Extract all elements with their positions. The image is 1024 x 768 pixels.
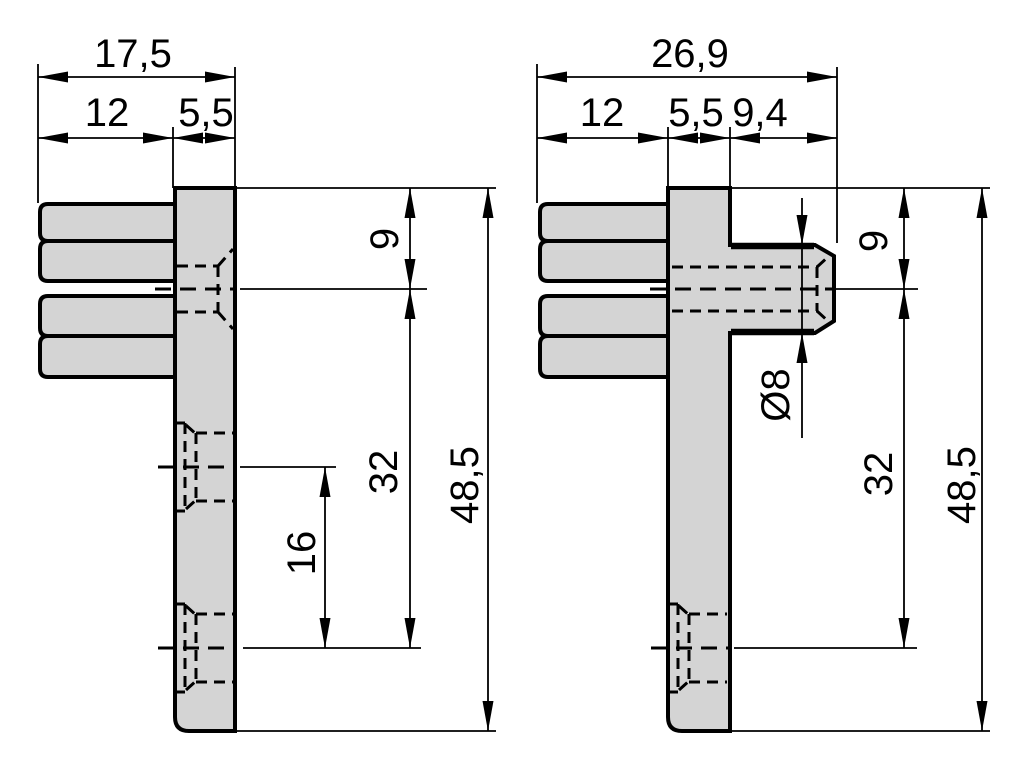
right-dimension-lines xyxy=(536,64,990,732)
dim-label-plate-thickness: 5,5 xyxy=(668,91,724,135)
dim-arrowhead xyxy=(173,132,203,144)
hole-center-lines xyxy=(650,287,836,650)
dim-arrowhead xyxy=(807,71,837,83)
dim-arrowhead xyxy=(205,71,235,83)
dowel-prong-bar xyxy=(38,202,179,243)
dim-arrowhead xyxy=(205,132,235,144)
dim-arrowhead xyxy=(730,132,760,144)
dowel-prong-bar xyxy=(38,294,179,338)
dim-label-total-height: 48,5 xyxy=(443,446,487,524)
dim-label-axis-spacing-32: 32 xyxy=(857,452,901,497)
dim-arrowhead xyxy=(976,701,988,731)
dowel-prong-bar xyxy=(538,294,674,338)
dim-label-top-to-axis: 9 xyxy=(852,230,896,252)
dim-arrowhead xyxy=(404,259,416,289)
dowel-prong-bar xyxy=(538,239,674,283)
dim-label-stud-diameter: Ø8 xyxy=(754,368,798,421)
dim-arrowhead xyxy=(700,132,730,144)
dim-label-dowel-length: 12 xyxy=(85,91,130,135)
dim-label-total-height: 48,5 xyxy=(940,446,984,524)
right-view: 26,9 12 5,5 9,4 9 Ø8 32 48,5 xyxy=(536,32,990,733)
right-part-body xyxy=(538,186,836,733)
dimension-lines xyxy=(37,64,496,732)
dim-label-stud-length: 9,4 xyxy=(732,91,788,135)
dim-arrowhead xyxy=(319,618,331,648)
dim-arrowhead xyxy=(404,289,416,319)
right-hidden-holes xyxy=(650,254,836,694)
dim-arrowhead xyxy=(482,188,494,218)
stud-edge-lines xyxy=(731,242,814,336)
dim-label-dowel-length: 12 xyxy=(580,91,625,135)
dim-arrowhead xyxy=(796,333,808,363)
dowel-prong-bar xyxy=(38,334,179,379)
dim-arrowhead xyxy=(482,701,494,731)
dim-arrowhead xyxy=(898,618,910,648)
dim-arrowhead xyxy=(638,132,668,144)
dowel-prong-bar xyxy=(538,334,674,379)
left-part-body xyxy=(38,186,237,733)
dim-arrowhead xyxy=(796,215,808,245)
dim-arrowhead xyxy=(898,289,910,319)
left-view: 17,5 12 5,5 9 32 16 48,5 xyxy=(37,32,496,733)
dim-arrowhead xyxy=(807,132,837,144)
dim-label-plate-thickness: 5,5 xyxy=(178,91,234,135)
left-dimension-lines xyxy=(37,64,496,732)
dim-arrowhead xyxy=(38,71,68,83)
hole-center-lines xyxy=(155,287,236,650)
right-dimension-labels: 26,9 12 5,5 9,4 9 Ø8 32 48,5 xyxy=(580,32,984,524)
dim-arrowhead xyxy=(38,132,68,144)
dim-arrowhead xyxy=(404,188,416,218)
dim-arrowhead xyxy=(143,132,173,144)
left-dimension-labels: 17,5 12 5,5 9 32 16 48,5 xyxy=(85,32,487,575)
dim-label-total-width: 26,9 xyxy=(651,32,729,76)
connector-plate-with-stud xyxy=(666,186,836,733)
dowel-prong-bar xyxy=(38,239,179,283)
dim-arrowhead xyxy=(404,618,416,648)
dim-arrowhead xyxy=(898,188,910,218)
dim-arrowhead xyxy=(668,132,698,144)
dowel-prong-bar xyxy=(538,202,674,243)
left-hidden-holes xyxy=(155,248,236,694)
dim-label-total-width: 17,5 xyxy=(94,32,172,76)
dim-label-top-to-axis: 9 xyxy=(363,228,407,250)
dim-arrowhead xyxy=(537,71,567,83)
dim-arrowhead xyxy=(319,467,331,497)
dim-arrowhead xyxy=(976,188,988,218)
dim-arrowhead xyxy=(898,259,910,289)
dim-arrowhead xyxy=(537,132,567,144)
dim-label-axis-spacing-32: 32 xyxy=(362,450,406,495)
dim-label-axis-spacing-16: 16 xyxy=(280,531,324,576)
stud-bore-hidden-lines xyxy=(672,254,831,324)
